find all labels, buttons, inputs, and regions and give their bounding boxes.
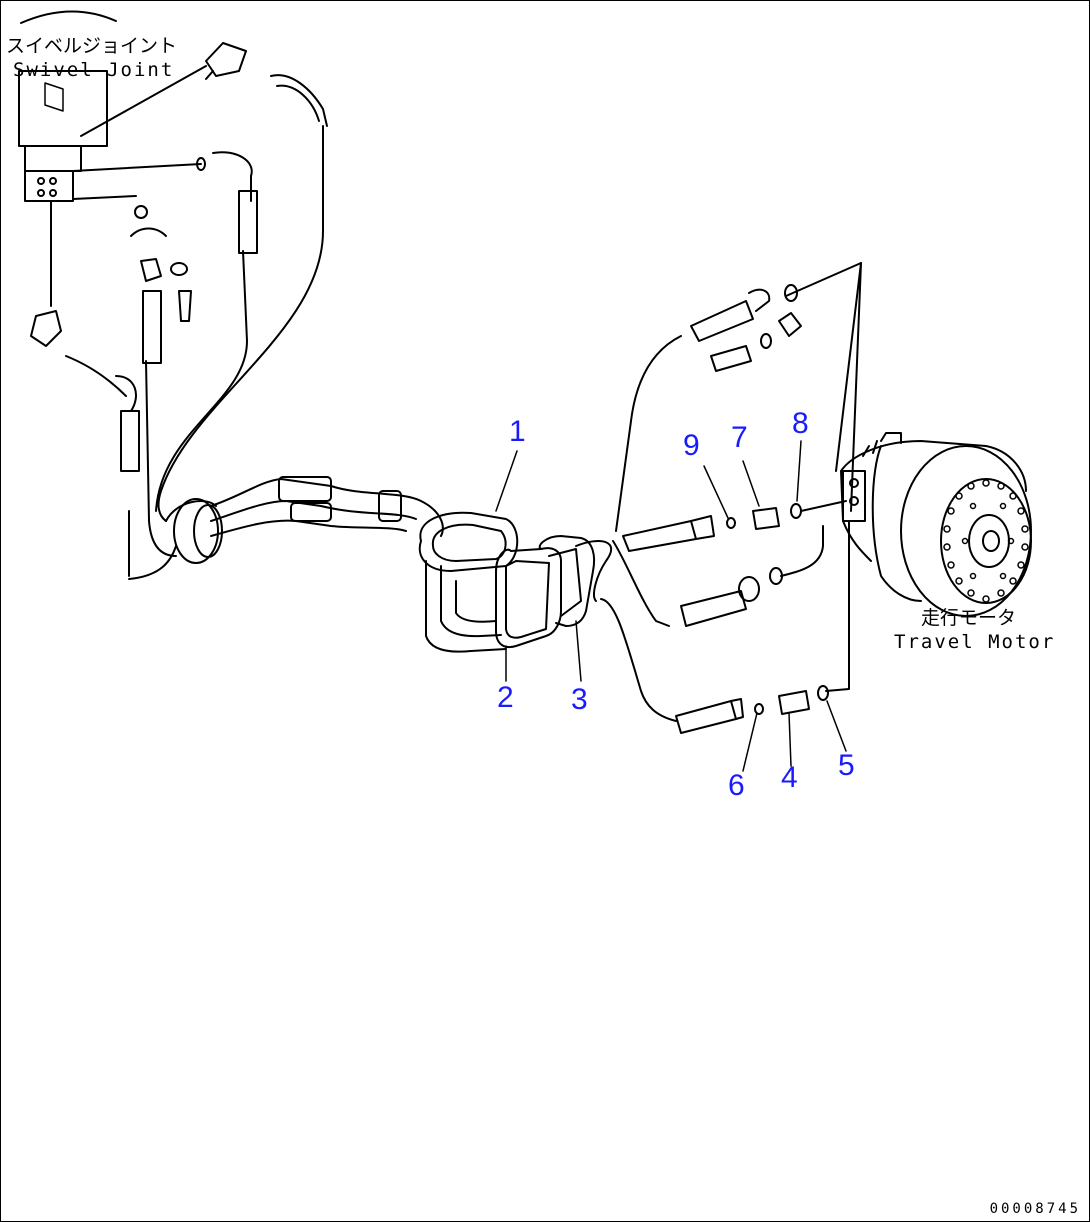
callout-1: 1: [509, 415, 526, 448]
leader-lines: [600, 262, 862, 722]
callout-8: 8: [792, 407, 809, 440]
travel-motor: [840, 432, 1032, 617]
drawing-number: 00008745: [989, 1201, 1081, 1217]
callout-2: 2: [497, 681, 514, 714]
swivel-joint-label-en: Swivel Joint: [13, 59, 175, 81]
callout-6: 6: [728, 769, 745, 802]
swivel-fittings: [30, 42, 328, 472]
swivel-joint-assembly: [18, 10, 207, 307]
callout-5: 5: [838, 749, 855, 782]
swivel-joint-label-jp: スイベルジョイント: [6, 35, 178, 57]
callout-3: 3: [571, 683, 588, 716]
callout-leaders: [495, 440, 847, 772]
callout-7: 7: [731, 421, 748, 454]
hose-lines: [128, 125, 444, 580]
travel-motor-label-en: Travel Motor: [894, 631, 1056, 653]
hose-fittings-right: [622, 284, 829, 734]
travel-motor-label-jp: 走行モータ: [921, 607, 1017, 629]
callout-4: 4: [781, 761, 798, 794]
clamp-plates: [495, 535, 613, 649]
bent-pipe-item-1: [418, 511, 519, 653]
callout-9: 9: [683, 429, 700, 462]
